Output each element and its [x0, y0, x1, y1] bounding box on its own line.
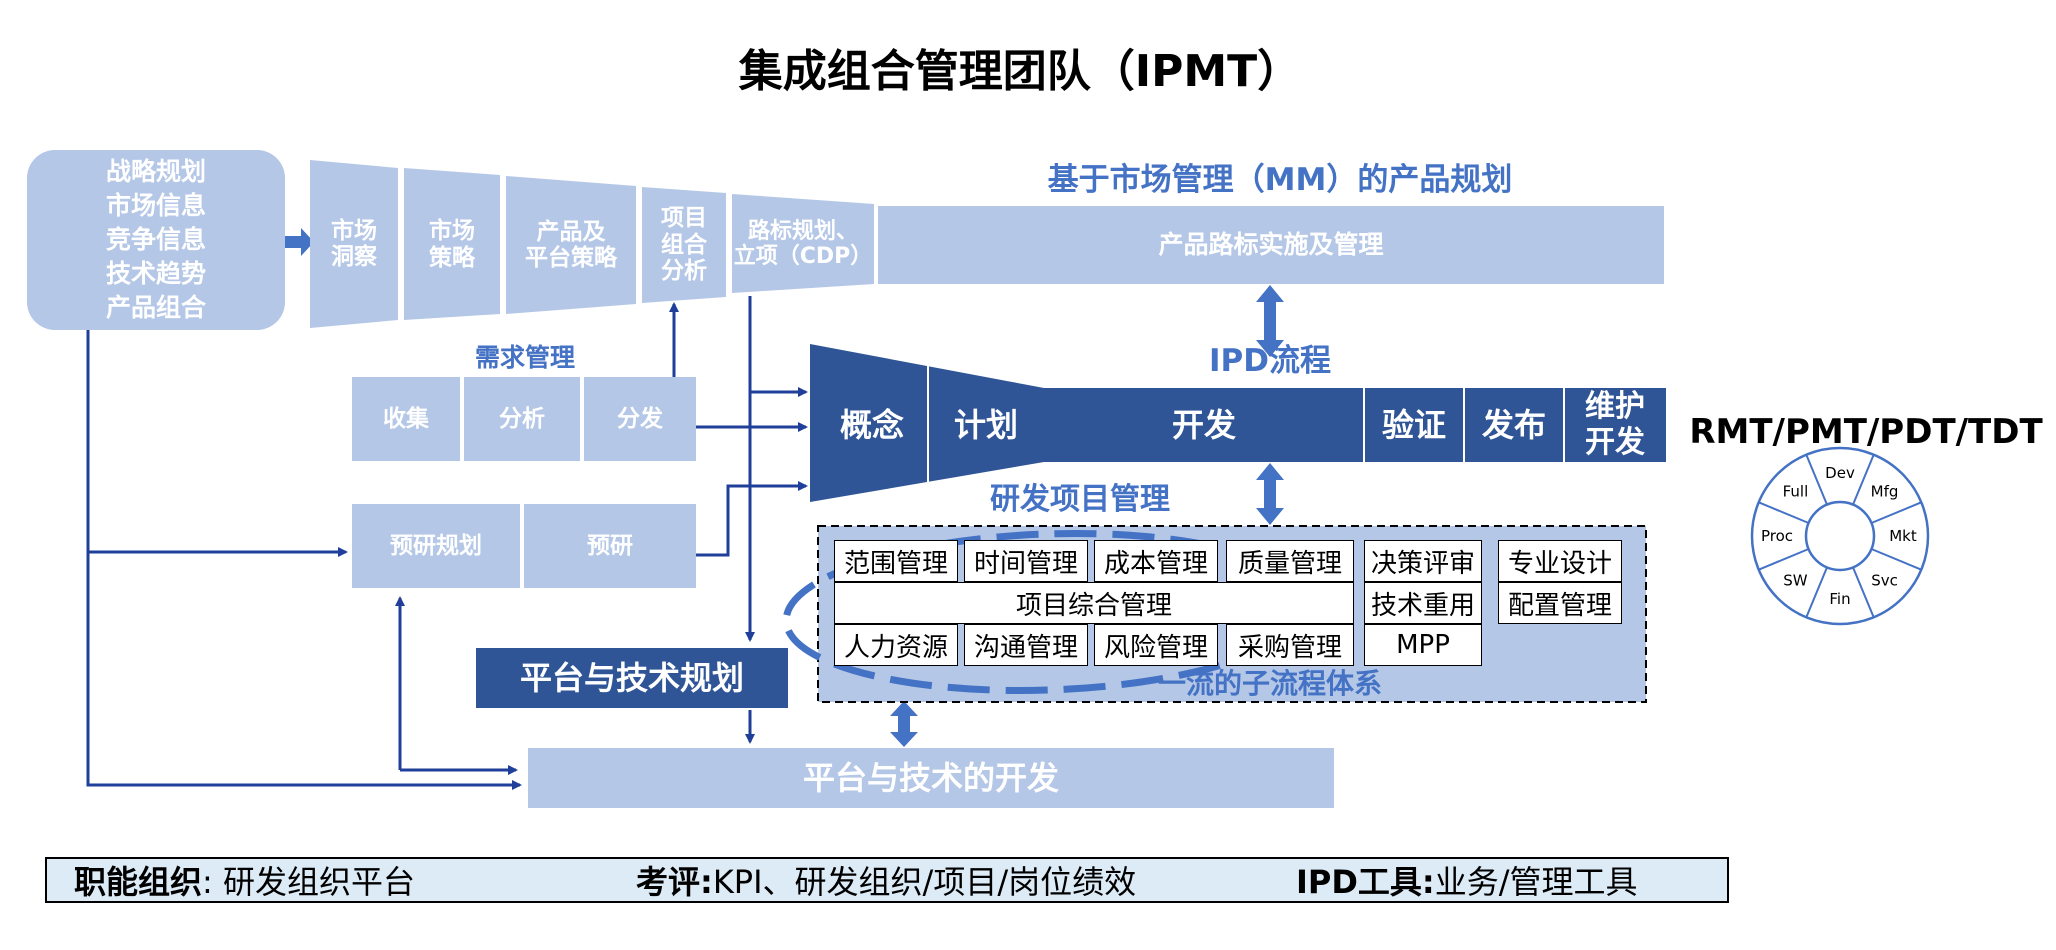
ipd-stage-verify: 验证	[1381, 405, 1446, 444]
pm-config-mgmt: 配置管理	[1498, 582, 1622, 624]
page-title: 集成组合管理团队（IPMT）	[738, 45, 1302, 97]
pm-communication: 沟通管理	[964, 624, 1088, 666]
org-label: 职能组织	[74, 863, 203, 901]
platform-planning-label: 平台与技术规划	[519, 658, 744, 697]
tool-value: 业务/管理工具	[1434, 863, 1638, 901]
funnel-label-product-platform-strategy: 产品及 平台策略	[525, 218, 617, 271]
platform-dev-bar	[528, 748, 1334, 808]
ipd-stage-plan: 计划	[953, 405, 1018, 444]
wheel-divider	[1871, 501, 1922, 524]
pm-integrated: 项目综合管理	[834, 582, 1354, 624]
strategy-item: 竞争信息	[105, 225, 206, 254]
funnel-seg-2	[404, 168, 500, 320]
funnel-label-roadmap-cdp: 路标规划、 立项（CDP）	[733, 218, 873, 269]
research-box	[524, 504, 696, 588]
eval-item: 考评: KPI、研发组织/项目/岗位绩效	[636, 858, 1136, 902]
pm-cost: 成本管理	[1094, 540, 1218, 582]
mm-heading: 基于市场管理（MM）的产品规划	[1047, 162, 1513, 199]
wheel-divider	[1805, 567, 1828, 618]
ipd-stage-develop: 开发	[1171, 405, 1236, 444]
roadmap-bar	[878, 206, 1664, 284]
pm-time: 时间管理	[964, 540, 1088, 582]
funnel-seg-3	[506, 176, 636, 314]
demand-collect-label: 收集	[383, 405, 429, 432]
double-arrow-subprocess-platform	[890, 701, 918, 747]
roadmap-bar-label: 产品路标实施及管理	[1158, 229, 1384, 259]
wheel-label-mfg: Mfg	[1871, 482, 1899, 500]
pm-professional-design: 专业设计	[1498, 540, 1622, 582]
wheel-inner-ring	[1804, 500, 1876, 572]
strategy-arrow	[285, 228, 314, 256]
pm-procurement: 采购管理	[1226, 624, 1354, 666]
tool-label: IPD工具:	[1296, 863, 1435, 901]
demand-box-collect	[352, 377, 460, 461]
strategy-box	[27, 150, 285, 330]
wheel-divider	[1758, 501, 1809, 524]
wheel-divider	[1805, 454, 1828, 505]
wheel-label-svc: Svc	[1871, 572, 1898, 590]
eval-value: KPI、研发组织/项目/岗位绩效	[712, 863, 1137, 901]
pm-tech-reuse: 技术重用	[1364, 582, 1482, 624]
strategy-item: 技术趋势	[105, 259, 206, 288]
connector-arrows	[86, 296, 808, 790]
project-mgmt-heading: 研发项目管理	[990, 481, 1170, 517]
funnel-label-market-strategy: 市场 策略	[429, 218, 475, 271]
wheel-divider	[1758, 548, 1809, 571]
funnel-label-market-insight: 市场 洞察	[331, 217, 377, 270]
demand-box-analyze	[464, 377, 580, 461]
org-value: : 研发组织平台	[202, 863, 415, 901]
platform-planning-box	[476, 648, 788, 708]
demand-heading: 需求管理	[474, 342, 575, 372]
tool-item: IPD工具: 业务/管理工具	[1296, 858, 1638, 902]
bottom-bar-content: 职能组织: 研发组织平台 考评: KPI、研发组织/项目/岗位绩效 IPD工具:…	[46, 858, 1728, 902]
teams-title: RMT/PMT/PDT/TDT	[1689, 412, 2043, 453]
strategy-item: 产品组合	[105, 293, 206, 322]
subprocess-label: 一流的子流程体系	[1157, 666, 1382, 700]
demand-distribute-label: 分发	[617, 405, 663, 432]
pm-scope: 范围管理	[834, 540, 958, 582]
wheel-divider	[1871, 548, 1922, 571]
ipd-heading: IPD流程	[1209, 343, 1331, 380]
wheel-divider	[1852, 454, 1875, 505]
ipd-stage-bar	[1044, 388, 1666, 462]
research-plan-box	[352, 504, 520, 588]
strategy-item: 市场信息	[105, 191, 206, 220]
wheel-label-sw: SW	[1783, 572, 1808, 590]
demand-box-distribute	[584, 377, 696, 461]
pm-hr: 人力资源	[834, 624, 958, 666]
ipd-stage-release: 发布	[1481, 405, 1546, 444]
wheel-label-fin: Fin	[1829, 590, 1850, 608]
wheel-label-mkt: Mkt	[1889, 527, 1917, 545]
double-arrow-roadmap-ipd	[1256, 285, 1284, 357]
demand-analyze-label: 分析	[499, 405, 545, 432]
platform-dev-label: 平台与技术的开发	[802, 758, 1059, 797]
pm-quality: 质量管理	[1226, 540, 1354, 582]
bottom-bar	[45, 857, 1729, 903]
funnel-label-portfolio-analysis: 项目 组合 分析	[661, 205, 707, 285]
wheel-divider	[1852, 567, 1875, 618]
pm-mpp: MPP	[1364, 624, 1482, 666]
wheel-label-full: Full	[1783, 482, 1809, 500]
research-plan-label: 预研规划	[390, 532, 482, 559]
wheel-label-proc: Proc	[1761, 527, 1793, 545]
funnel-seg-4	[642, 187, 726, 303]
ipd-stage-concept: 概念	[839, 405, 904, 444]
ipd-stage-maintain: 维护 开发	[1585, 389, 1645, 460]
eval-label: 考评:	[636, 863, 713, 901]
strategy-box-text: 战略规划 市场信息 竞争信息 技术趋势 产品组合	[27, 150, 285, 330]
research-label: 预研	[587, 532, 633, 559]
wheel-label-dev: Dev	[1825, 464, 1855, 482]
double-arrow-ipd-subprocess	[1256, 463, 1284, 525]
funnel-seg-1	[310, 160, 398, 328]
funnel-seg-5	[732, 194, 874, 293]
org-item: 职能组织: 研发组织平台	[74, 858, 415, 902]
strategy-item: 战略规划	[105, 157, 206, 186]
pm-risk: 风险管理	[1094, 624, 1218, 666]
pm-decision-review: 决策评审	[1364, 540, 1482, 582]
